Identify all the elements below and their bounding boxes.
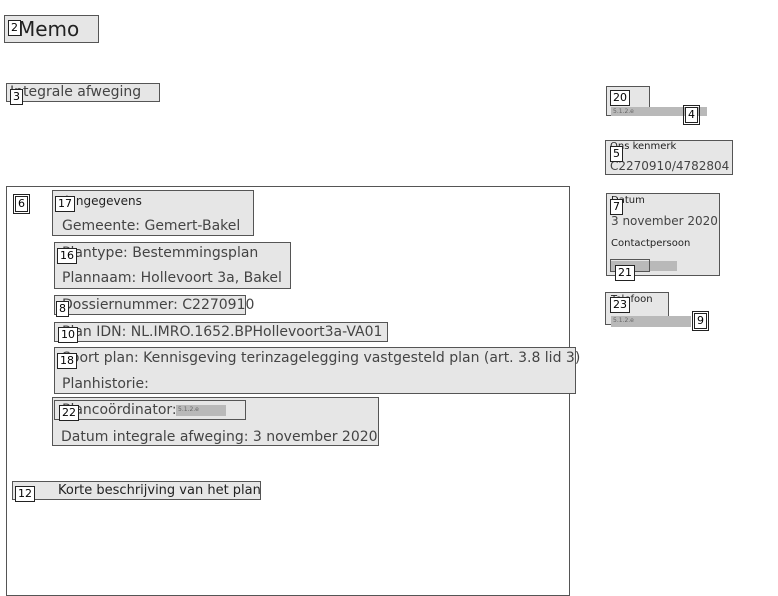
contactpersoon-label: Contactpersoon — [611, 238, 691, 249]
ons-kenmerk-box — [605, 140, 733, 175]
datum-label: Datum — [611, 195, 645, 206]
korte-beschrijving-box — [12, 481, 261, 500]
planhistorie-text: Planhistorie: — [62, 376, 149, 392]
plancoordinator-text: Plancoördinator: — [62, 402, 177, 418]
marker-8: 8 — [56, 301, 69, 317]
marker-5: 5 — [610, 146, 623, 162]
sidebar-top-redaction: 5.1.2.e — [611, 107, 707, 116]
marker-17: 17 — [55, 196, 75, 212]
telefoon-label: Telefoon — [611, 294, 653, 305]
soort-plan-block — [54, 347, 576, 394]
soort-plan-text: Soort plan: Kennisgeving terinzageleggin… — [62, 350, 581, 366]
plan-idn-text: Plan IDN: NL.IMRO.1652.BPHollevoort3a-VA… — [62, 324, 383, 340]
marker-7: 7 — [610, 199, 623, 215]
marker-10: 10 — [58, 327, 78, 343]
marker-20: 20 — [610, 90, 630, 106]
dossiernummer-block — [54, 295, 246, 315]
marker-9: 9 — [692, 311, 709, 331]
section-title: Integrale afweging — [10, 84, 142, 100]
ons-kenmerk-label: Ons kenmerk — [610, 141, 677, 152]
datum-afweging-text: Datum integrale afweging: 3 november 202… — [61, 429, 378, 445]
marker-22: 22 — [59, 405, 79, 421]
marker-2: 2 — [8, 20, 21, 36]
plantype-text: Plantype: Bestemmingsplan — [62, 245, 259, 261]
marker-12: 12 — [15, 486, 35, 502]
korte-beschrijving-heading: Korte beschrijving van het plan — [58, 483, 261, 498]
marker-6: 6 — [13, 194, 30, 214]
plangegevens-heading: Plangegevens — [58, 194, 142, 208]
section-title-box — [6, 83, 160, 102]
plancoordinator-inner-box — [54, 400, 246, 420]
gemeente-text: Gemeente: Gemert-Bakel — [62, 218, 241, 234]
plangegevens-block — [52, 190, 254, 236]
datum-value: 3 november 2020 — [611, 214, 718, 228]
plannaam-text: Plannaam: Hollevoort 3a, Bakel — [62, 270, 282, 286]
dossiernummer-text: Dossiernummer: C2270910 — [62, 297, 255, 313]
memo-title: Memo — [18, 17, 80, 41]
ons-kenmerk-value: C2270910/4782804 — [610, 159, 730, 173]
plantype-block — [54, 242, 291, 289]
marker-23: 23 — [610, 297, 630, 313]
marker-3: 3 — [10, 89, 23, 105]
marker-16: 16 — [57, 248, 77, 264]
marker-18: 18 — [57, 353, 77, 369]
telefoon-redaction: 5.1.2.e — [611, 316, 691, 327]
marker-21: 21 — [615, 265, 635, 281]
plan-idn-block — [54, 322, 388, 342]
contactpersoon-redaction — [611, 261, 677, 271]
marker-4: 4 — [683, 105, 700, 125]
plancoordinator-redaction: 5.1.2.e — [176, 405, 226, 416]
